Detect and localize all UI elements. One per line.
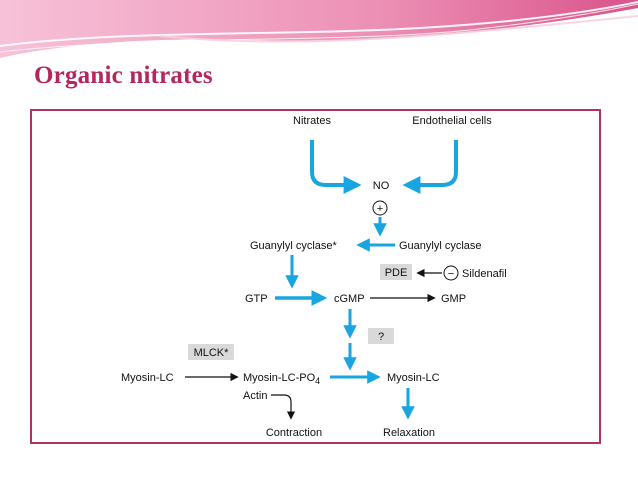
myosin-lc-dephosphorylated-label: Myosin-LC [387,372,440,384]
cgmp-label: cGMP [334,293,365,305]
minus-sign: − [448,268,454,280]
nitrates-label: Nitrates [293,115,331,127]
guanylyl-cyclase-label: Guanylyl cyclase [399,240,482,252]
plus-sign: + [377,203,383,215]
relaxation-label: Relaxation [383,427,435,439]
diagram-frame [30,109,601,444]
endothelial-cells-label: Endothelial cells [412,115,492,127]
nitrates-to-no-arrow [310,140,362,194]
slide-title: Organic nitrates [34,62,213,89]
myosin-lc-label: Myosin-LC [121,372,174,384]
mlck-label: MLCK* [194,347,230,359]
guanylyl-cyclase-active-label: Guanylyl cyclase* [250,240,338,252]
mlck-box [188,344,234,360]
actin-to-contraction-arrow [271,394,296,420]
po4-subscript: 4 [315,376,320,386]
gtp-label: GTP [245,293,268,305]
actin-label: Actin [243,390,267,402]
gmp-label: GMP [441,293,466,305]
inhibition-minus-icon [443,265,459,281]
header-banner [0,0,638,60]
myosin-lc-po4-label: Myosin-LC-PO4 [243,372,320,386]
pde-box [380,264,412,280]
stimulation-plus-icon [372,200,388,216]
unknown-step-box [368,328,394,344]
sildenafil-label: Sildenafil [462,268,507,280]
no-label: NO [373,180,390,192]
contraction-label: Contraction [266,427,322,439]
unknown-step-label: ? [378,331,384,343]
pde-label: PDE [385,267,408,279]
endothelial-to-no-arrow [402,140,458,194]
